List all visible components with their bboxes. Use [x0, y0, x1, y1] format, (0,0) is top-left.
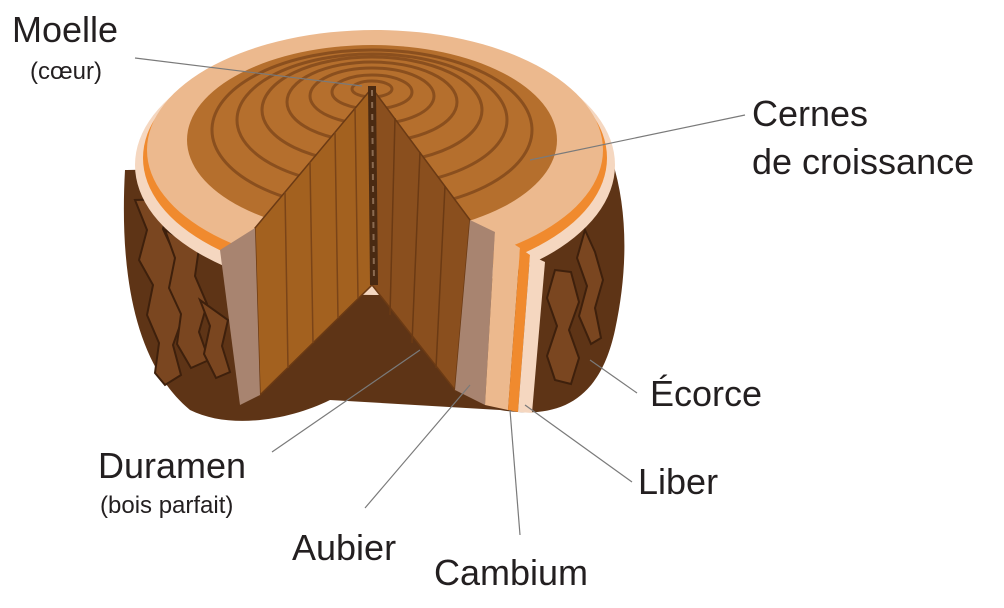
- leader-lines: [134, 57, 746, 536]
- bark-texture: [133, 197, 605, 387]
- label-cernes-line2: de croissance: [752, 141, 975, 182]
- pith: [368, 86, 378, 285]
- label-moelle: Moelle: [12, 9, 119, 50]
- leader-liber: [524, 404, 633, 483]
- leader-duramen: [271, 349, 421, 453]
- leader-aubier: [364, 384, 471, 509]
- wedge-right-grain: [389, 117, 446, 369]
- wedge-right-liber: [518, 255, 545, 413]
- wedge-right-sapwood: [455, 220, 495, 405]
- label-duramen-sub: (bois parfait): [100, 492, 234, 519]
- label-ecorce: Écorce: [650, 373, 763, 414]
- label-moelle-sub: (cœur): [30, 58, 102, 85]
- leader-moelle: [134, 57, 363, 87]
- wedge-left-grain: [284, 107, 359, 369]
- label-cernes-line1: Cernes: [752, 93, 869, 134]
- leader-ecorce: [589, 359, 638, 394]
- label-duramen: Duramen: [98, 445, 247, 486]
- label-aubier: Aubier: [292, 527, 397, 568]
- label-cambium: Cambium: [434, 552, 589, 593]
- wedge-right-cambium: [508, 248, 530, 412]
- leader-cambium: [509, 409, 521, 536]
- wedge-right-sapwood-light: [485, 232, 520, 410]
- leader-cernes: [529, 114, 746, 161]
- label-liber: Liber: [638, 461, 719, 502]
- wedge-left-sapwood: [220, 228, 260, 405]
